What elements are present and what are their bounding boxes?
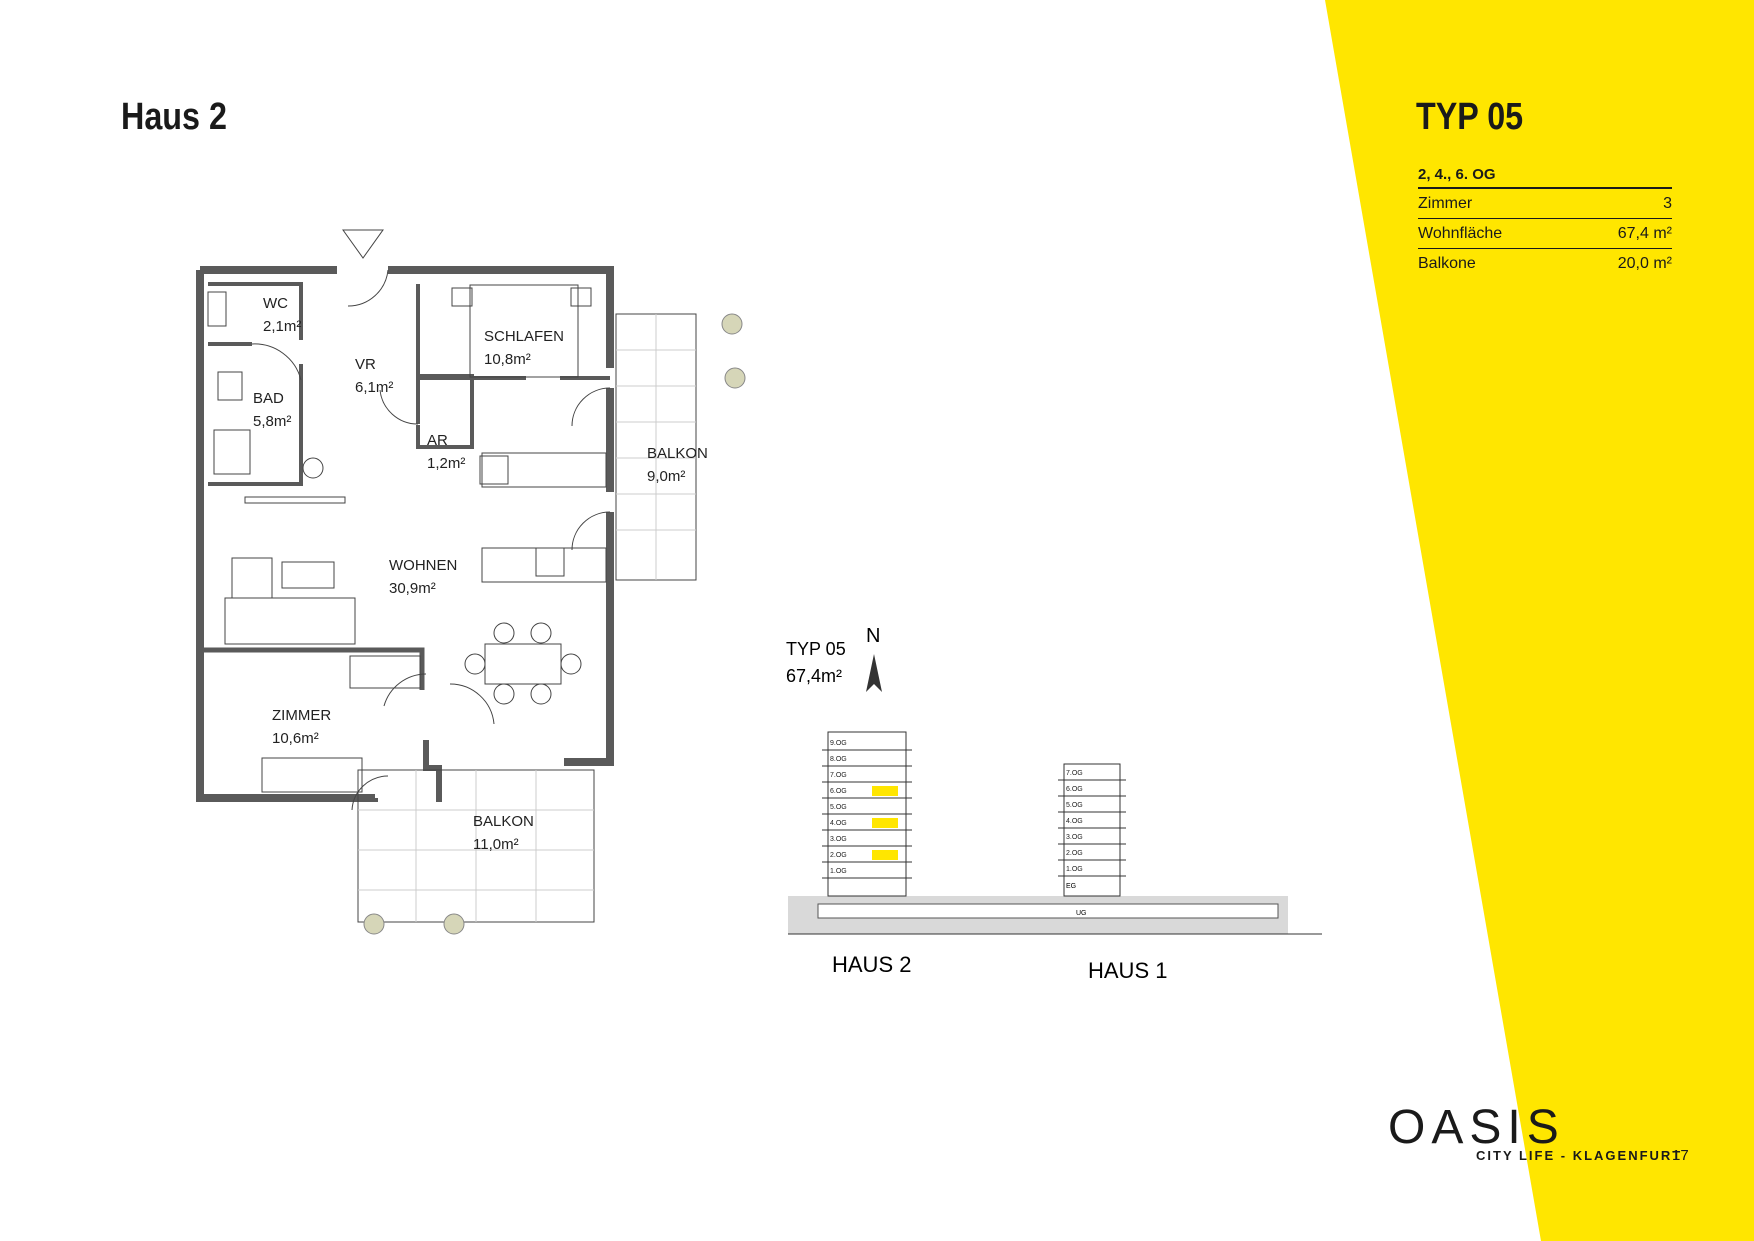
room-name-zimmer: ZIMMER xyxy=(272,707,331,724)
north-label: N xyxy=(866,625,880,647)
spec-row: Zimmer 3 xyxy=(1418,189,1672,219)
spec-value: 67,4 m² xyxy=(1617,225,1672,242)
room-area-balkon-south: 11,0m² xyxy=(473,836,519,853)
floor-label: 7.OG xyxy=(830,772,847,779)
plant-icon xyxy=(721,313,743,335)
floor-label: 2.OG xyxy=(1066,850,1083,857)
room-name-vr: VR xyxy=(355,356,376,373)
floor-label: 8.OG xyxy=(830,756,847,763)
haus1-building xyxy=(1063,763,1121,897)
plant-icon xyxy=(443,913,465,935)
page-number: 17 xyxy=(1672,1147,1689,1164)
room-name-wohnen: WOHNEN xyxy=(389,557,457,574)
spec-value: 20,0 m² xyxy=(1617,255,1672,272)
room-name-balkon-south: BALKON xyxy=(473,813,534,830)
floor-label: 6.OG xyxy=(1066,786,1083,793)
plant-icon xyxy=(363,913,385,935)
room-name-schlafen: SCHLAFEN xyxy=(484,328,564,345)
room-area-vr: 6,1m² xyxy=(355,379,393,396)
site-section-diagram: TYP 05 67,4m² N UG 9.OG 8.OG 7.OG 6.OG 5.OG 4… xyxy=(786,625,1322,983)
unit-spec-table: 2, 4., 6. OG Zimmer 3 Wohnfläche 67,4 m²… xyxy=(1418,166,1672,278)
unit-floors: 2, 4., 6. OG xyxy=(1418,166,1672,189)
underground-garage xyxy=(817,903,1279,919)
unit-highlight xyxy=(872,850,898,860)
unit-highlight xyxy=(872,818,898,828)
site-unit-label: TYP 05 xyxy=(786,639,846,659)
brand-logo: OASIS xyxy=(1388,1101,1565,1154)
floor-label: 5.OG xyxy=(830,804,847,811)
spec-value: 3 xyxy=(1663,195,1672,212)
unit-highlight xyxy=(872,786,898,796)
haus1-label: HAUS 1 xyxy=(1088,958,1167,983)
eg-label: EG xyxy=(1066,883,1076,890)
page-title: Haus 2 xyxy=(121,96,227,138)
ug-label: UG xyxy=(1076,910,1087,917)
spec-label: Balkone xyxy=(1418,255,1476,272)
haus2-label: HAUS 2 xyxy=(832,952,911,977)
brand-subtitle: CITY LIFE - KLAGENFURT xyxy=(1476,1148,1683,1163)
floor-label: 3.OG xyxy=(830,836,847,843)
room-area-schlafen: 10,8m² xyxy=(484,351,531,368)
floor-label: 9.OG xyxy=(830,740,847,747)
floor-label: 2.OG xyxy=(830,852,847,859)
entrance-arrow-icon xyxy=(342,229,384,259)
site-unit-area: 67,4m² xyxy=(786,666,842,686)
unit-type-title: TYP 05 xyxy=(1416,96,1524,138)
spec-row: Wohnfläche 67,4 m² xyxy=(1418,219,1672,249)
floor-label: 4.OG xyxy=(830,820,847,827)
floor-label: 1.OG xyxy=(830,868,847,875)
floor-plan: WC 2,1m² VR 6,1m² SCHLAFEN 10,8m² BAD 5,… xyxy=(196,229,746,935)
floor-label: 4.OG xyxy=(1066,818,1083,825)
room-name-bad: BAD xyxy=(253,390,284,407)
floor-label: 6.OG xyxy=(830,788,847,795)
room-area-ar: 1,2m² xyxy=(427,455,465,472)
room-area-wc: 2,1m² xyxy=(263,318,301,335)
floor-label: 1.OG xyxy=(1066,866,1083,873)
room-area-balkon-east: 9,0m² xyxy=(647,468,685,485)
floor-label: 3.OG xyxy=(1066,834,1083,841)
room-name-ar: AR xyxy=(427,432,448,449)
floor-label: 7.OG xyxy=(1066,770,1083,777)
floor-label: 5.OG xyxy=(1066,802,1083,809)
room-area-wohnen: 30,9m² xyxy=(389,580,436,597)
plant-icon xyxy=(724,367,746,389)
spec-label: Zimmer xyxy=(1418,195,1473,212)
room-name-wc: WC xyxy=(263,295,288,312)
spec-label: Wohnfläche xyxy=(1418,225,1503,242)
room-name-balkon-east: BALKON xyxy=(647,445,708,462)
north-arrow-icon xyxy=(866,654,882,692)
spec-row: Balkone 20,0 m² xyxy=(1418,249,1672,278)
room-area-bad: 5,8m² xyxy=(253,413,291,430)
room-area-zimmer: 10,6m² xyxy=(272,730,319,747)
